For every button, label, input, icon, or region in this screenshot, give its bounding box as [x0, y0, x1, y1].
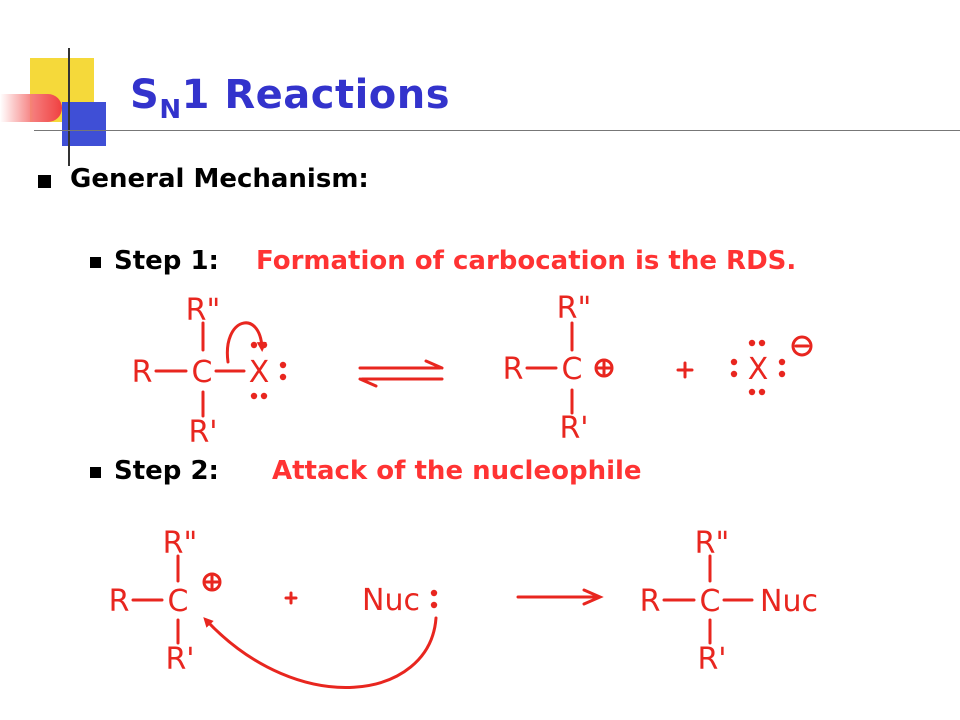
- negative-charge-icon: [791, 335, 813, 357]
- bullet-marker: [90, 257, 101, 268]
- atom-label-nuc: Nuc: [760, 584, 818, 619]
- step2-label: Step 2:: [114, 456, 219, 486]
- atom-label-r1: R': [188, 415, 217, 450]
- equilibrium-arrow-reverse-head: [358, 377, 378, 388]
- page-title: SN1 Reactions: [130, 72, 451, 125]
- curved-arrow-nucleophile-attack: [203, 616, 438, 689]
- general-mechanism-heading: General Mechanism:: [70, 164, 369, 194]
- atom-label-r1: R': [697, 642, 726, 677]
- atom-label-r: R: [503, 352, 524, 387]
- atom-label-c: C: [168, 584, 189, 619]
- step1-description: Formation of carbocation is the RDS.: [256, 246, 797, 276]
- positive-charge-icon: [594, 358, 614, 378]
- atom-label-r1: R': [559, 411, 588, 446]
- atom-label-r2: R": [557, 291, 592, 326]
- lone-pairs-x-anion: [730, 339, 786, 396]
- deco-vertical-line: [68, 48, 70, 166]
- curved-arrow-leaving-group: [225, 321, 267, 364]
- atom-label-r: R: [640, 584, 661, 619]
- atom-label-r: R: [132, 355, 153, 390]
- equilibrium-arrow-forward-head: [424, 359, 444, 370]
- bullet-marker: [90, 467, 101, 478]
- atom-label-r1: R': [165, 642, 194, 677]
- step1-label: Step 1:: [114, 246, 219, 276]
- atom-label-r2: R": [695, 526, 730, 561]
- atom-label-r2: R": [163, 526, 198, 561]
- positive-charge-icon: [202, 572, 222, 592]
- atom-label-r: R: [109, 584, 130, 619]
- atom-label-c: C: [562, 352, 583, 387]
- nucleophile-label: Nuc: [362, 583, 420, 618]
- atom-label-c: C: [192, 355, 213, 390]
- atom-label-x: X: [748, 352, 769, 387]
- deco-red-glow: [0, 94, 62, 122]
- deco-horizontal-line: [34, 130, 960, 131]
- atom-label-c: C: [700, 584, 721, 619]
- bullet-marker: [38, 175, 51, 188]
- lone-pairs-x-reactant: [250, 341, 287, 400]
- step2-description: Attack of the nucleophile: [272, 456, 642, 486]
- atom-label-x: X: [249, 355, 270, 390]
- lone-pair-nuc: [430, 589, 438, 609]
- reaction-arrow-head: [582, 588, 604, 606]
- atom-label-r2: R": [186, 293, 221, 328]
